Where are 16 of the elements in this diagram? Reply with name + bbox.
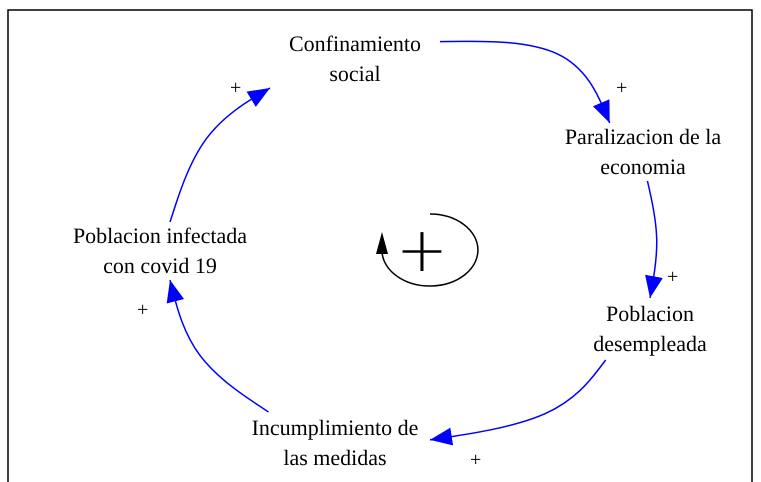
arrow [645, 180, 663, 298]
variable-label: Paralizacion de la economia [564, 123, 722, 181]
arrow [166, 280, 269, 413]
polarity-sign: + [230, 78, 242, 98]
polarity-sign: + [137, 300, 148, 320]
arrow [430, 360, 606, 446]
polarity-sign: + [616, 78, 628, 98]
arrow [169, 87, 270, 222]
variable-label: Incumplimiento de las medidas [250, 414, 420, 472]
arrow [440, 40, 610, 124]
variable-label: Poblacion infectada con covid 19 [72, 222, 248, 280]
polarity-sign: + [667, 267, 678, 287]
loop-polarity: + [396, 222, 448, 278]
polarity-sign: + [470, 450, 482, 470]
variable-label: Poblacion desempleada [592, 300, 708, 358]
variable-label: Confinamiento social [288, 30, 422, 88]
